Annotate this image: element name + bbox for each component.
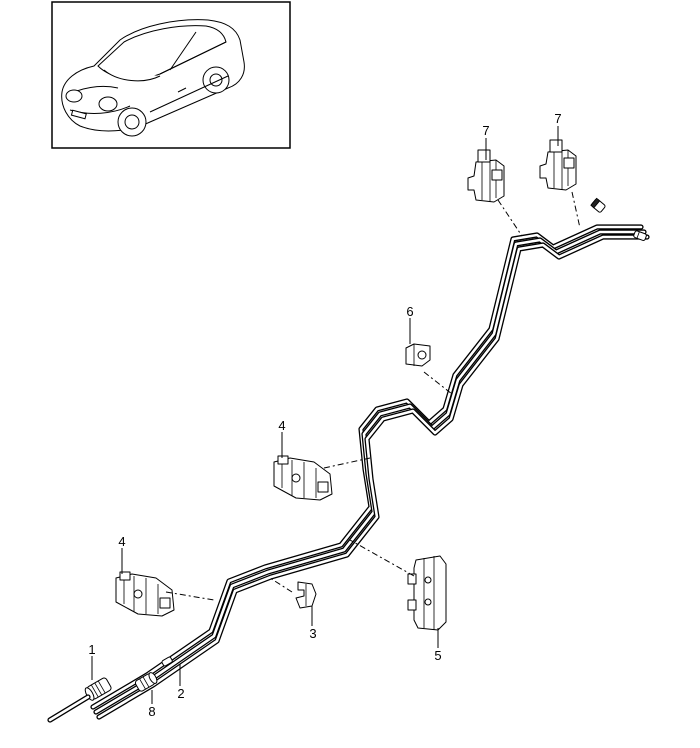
fuel-line-c xyxy=(97,235,649,719)
fuel-line-bundle xyxy=(90,224,650,720)
callout-1[interactable]: 1 xyxy=(88,642,95,657)
fuel-line-c xyxy=(96,234,650,720)
callout-4-lower[interactable]: 4 xyxy=(118,534,125,549)
part-1-coupling xyxy=(84,677,112,701)
callouts: 1 2 3 4 4 5 6 7 7 8 xyxy=(88,111,561,719)
leader-lines xyxy=(91,126,559,704)
assembly-lines xyxy=(165,191,581,601)
part-7-clip-left xyxy=(467,149,505,203)
callout-8[interactable]: 8 xyxy=(148,704,155,719)
callout-6[interactable]: 6 xyxy=(406,304,413,319)
callout-2[interactable]: 2 xyxy=(177,686,184,701)
part-7-clip-right xyxy=(539,139,577,191)
part-8-coupling xyxy=(134,656,173,692)
part-4-clip-lower xyxy=(115,571,175,617)
callout-3[interactable]: 3 xyxy=(309,626,316,641)
part-4-clip-upper xyxy=(273,455,333,501)
left-pipe-stub xyxy=(47,694,91,723)
part-3-clip xyxy=(295,581,317,609)
part-5-bracket xyxy=(407,555,447,631)
callout-7-right[interactable]: 7 xyxy=(554,111,561,126)
callout-4-upper[interactable]: 4 xyxy=(278,418,285,433)
car-thumbnail xyxy=(51,1,291,149)
callout-7-left[interactable]: 7 xyxy=(482,123,489,138)
rear-line-connectors xyxy=(590,197,647,241)
part-6-clip xyxy=(405,343,431,367)
fuel-line-b xyxy=(94,230,646,714)
fuel-line-a xyxy=(91,225,643,709)
car-thumbnail-icon xyxy=(61,19,245,137)
callout-5[interactable]: 5 xyxy=(434,648,441,663)
